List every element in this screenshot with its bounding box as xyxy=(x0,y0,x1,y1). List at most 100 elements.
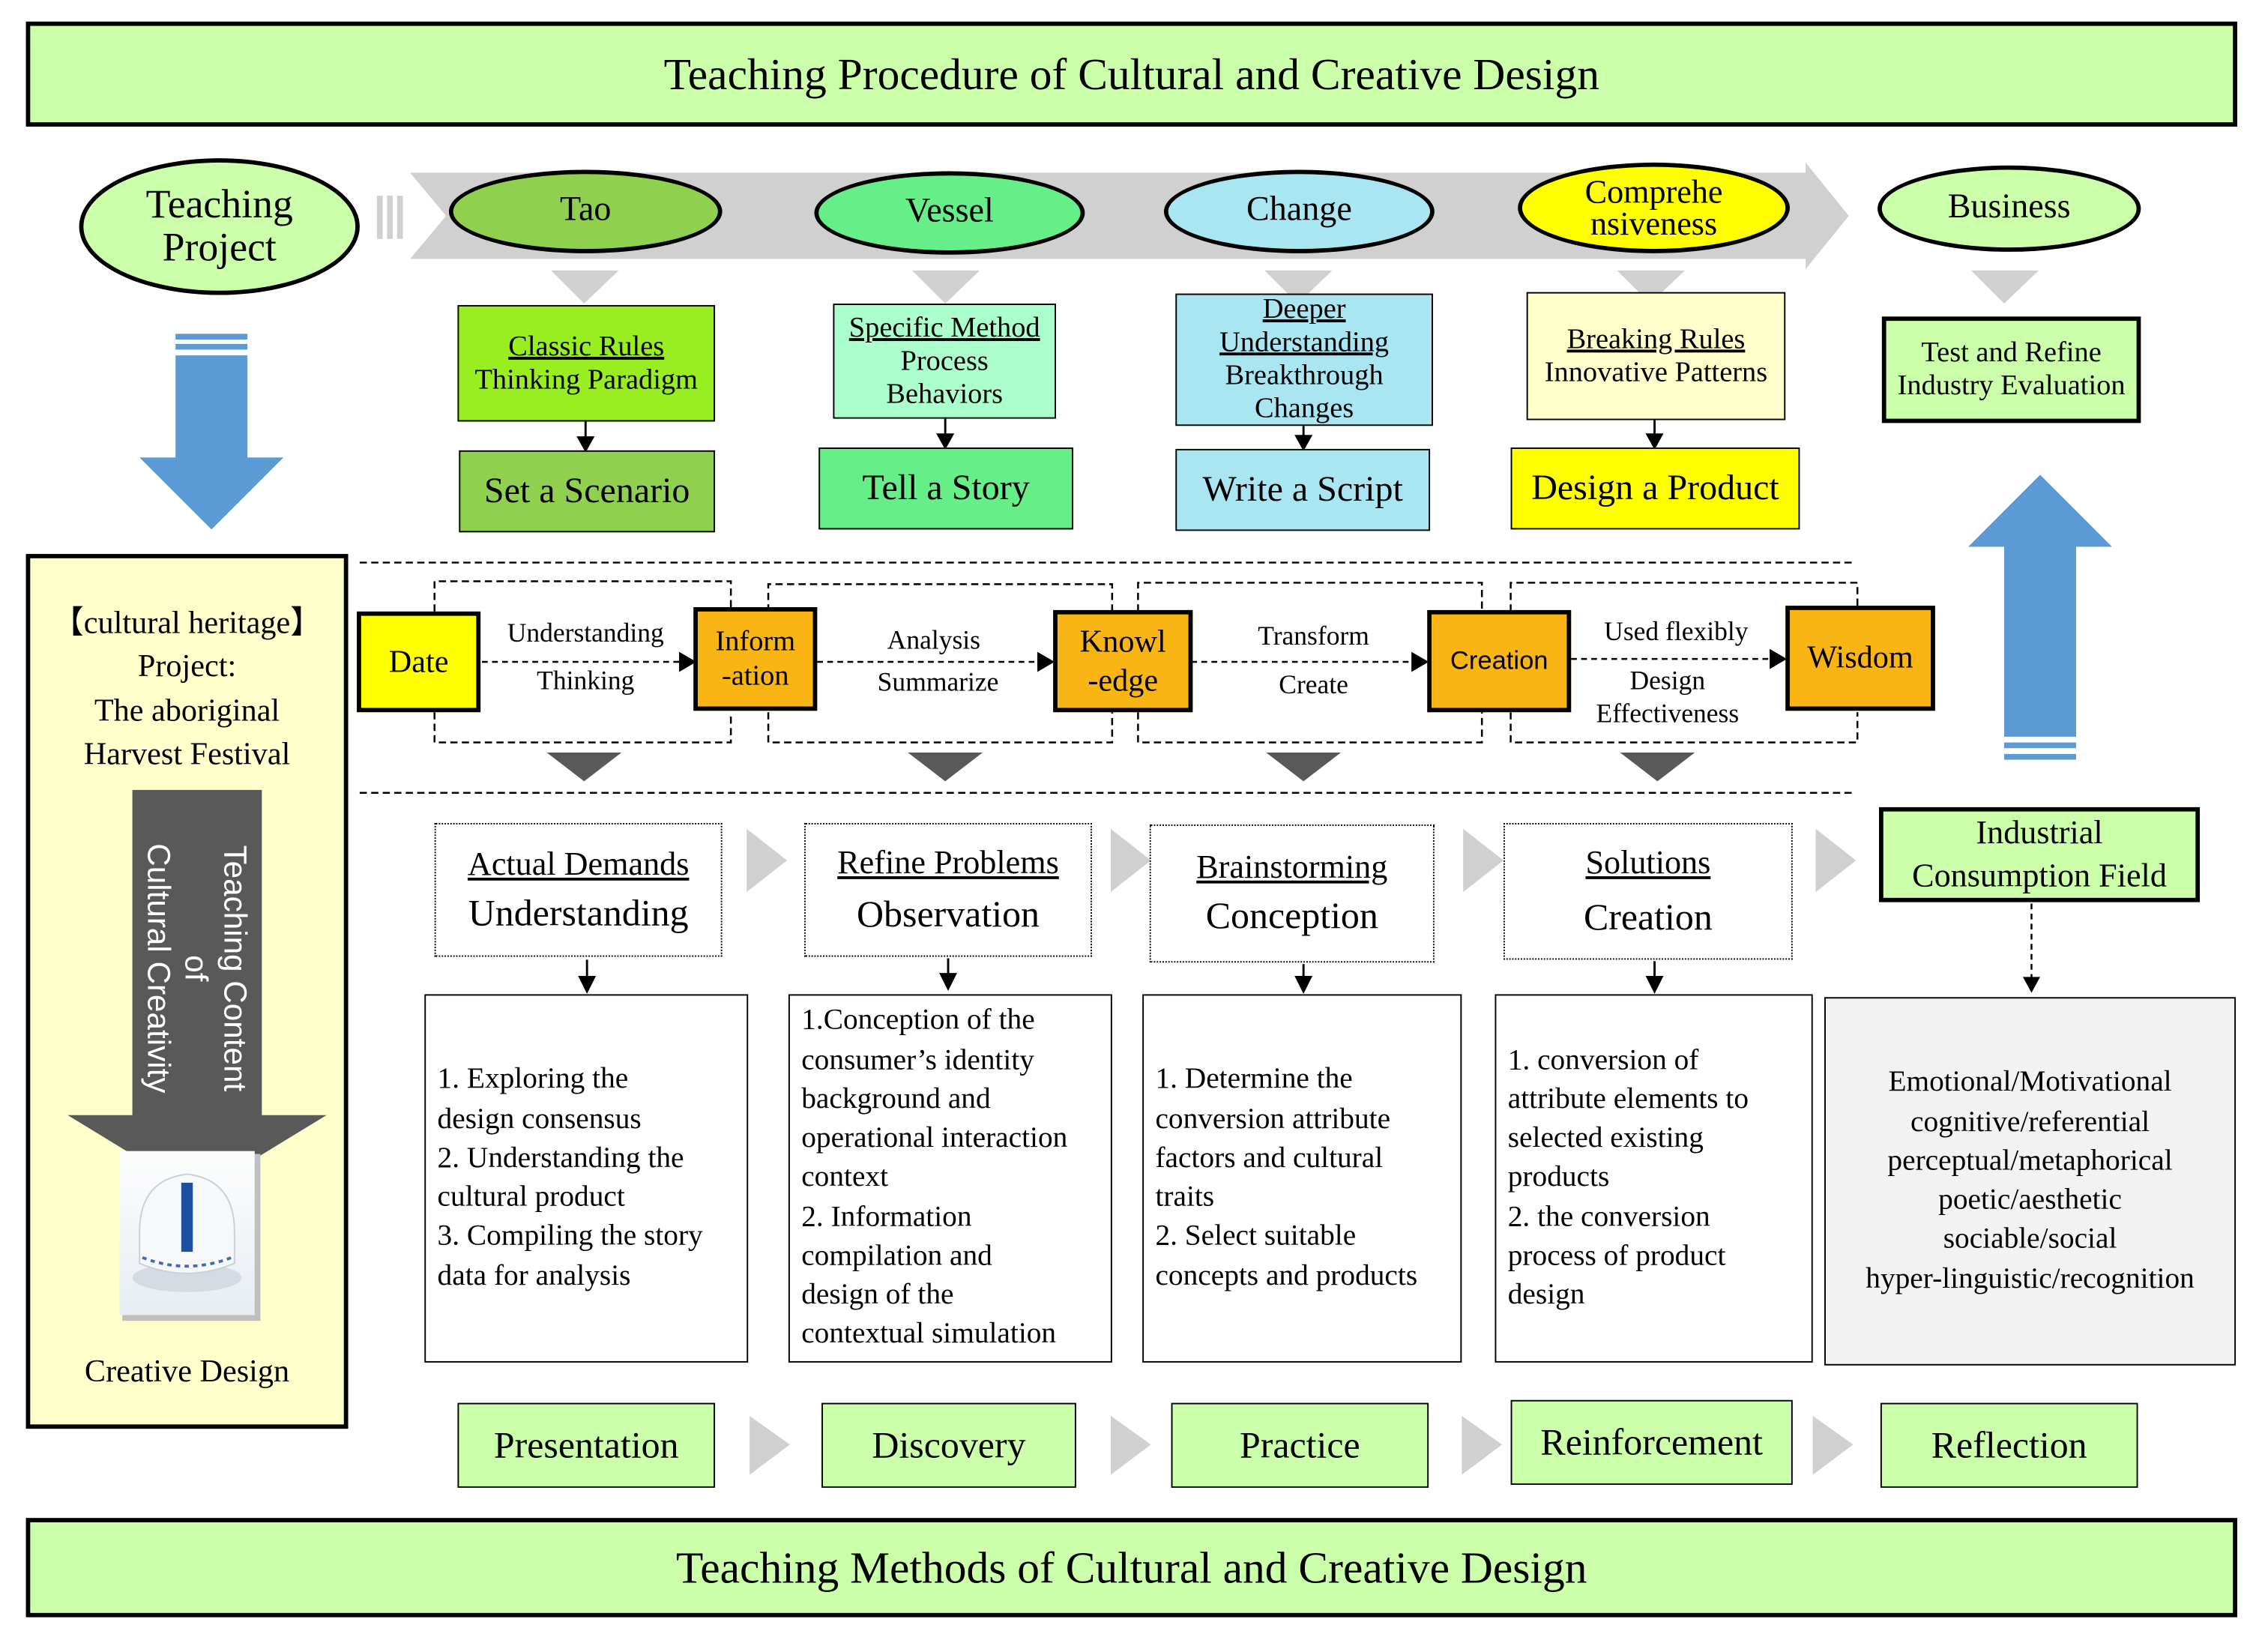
detail-2-line: design of the xyxy=(801,1279,954,1311)
step-1-subtitle: Understanding xyxy=(468,891,689,933)
tag-change-line3: Breakthrough xyxy=(1225,359,1384,392)
tag-change-line2: Understanding xyxy=(1219,326,1390,358)
dikw-node-knowledge-line1: Knowl xyxy=(1079,623,1166,660)
link-label-effectiveness: Effectiveness xyxy=(1596,700,1740,730)
heritage-panel: 【cultural heritage】 Project: The aborigi… xyxy=(25,554,349,1429)
action-tell-a-story: Tell a Story xyxy=(818,447,1074,530)
tag-vessel-line3: Behaviors xyxy=(886,377,1004,410)
detail-2-line: context xyxy=(801,1161,889,1194)
heritage-line3: The aboriginal xyxy=(94,691,280,728)
detail-4-line: attribute elements to xyxy=(1507,1083,1749,1115)
action-write-a-script: Write a Script xyxy=(1175,448,1431,531)
procedure-title: Teaching Procedure of Cultural and Creat… xyxy=(25,21,2237,127)
detail-1-line: cultural product xyxy=(437,1181,625,1214)
step-to-detail-arrows xyxy=(578,958,1664,994)
dikw-brackets xyxy=(433,580,1859,744)
industrial-detail-line: Emotional/Motivational xyxy=(1888,1066,2172,1099)
detail-2-line: operational interaction xyxy=(801,1122,1068,1154)
detail-2-line: contextual simulation xyxy=(801,1318,1057,1351)
tag-vessel-line1: Specific Method xyxy=(848,311,1040,343)
method-reflection: Reflection xyxy=(1880,1402,2138,1488)
content-arrow-line1: Teaching Content of xyxy=(178,845,253,1092)
methods-title: Teaching Methods of Cultural and Creativ… xyxy=(25,1518,2237,1618)
dikw-node-date: Date xyxy=(357,611,481,713)
detail-3-line: factors and cultural xyxy=(1155,1142,1384,1174)
dikw-node-wisdom: Wisdom xyxy=(1785,606,1935,711)
tag-change-line4: Changes xyxy=(1254,393,1354,425)
step-2-title: Refine Problems xyxy=(837,843,1059,880)
step-4-title: Solutions xyxy=(1585,843,1711,880)
product-image xyxy=(119,1151,255,1315)
method-practice: Practice xyxy=(1171,1402,1429,1488)
step-brainstorming: Brainstorming Conception xyxy=(1149,824,1435,963)
detail-3-line: concepts and products xyxy=(1155,1259,1418,1291)
stage-business: Business xyxy=(1878,165,2141,252)
detail-1-line: data for analysis xyxy=(437,1259,631,1291)
stage-tao: Tao xyxy=(448,169,723,253)
industrial-link-head xyxy=(2022,977,2040,993)
tag-business: Test and Refine Industry Evaluation xyxy=(1881,316,2141,423)
detail-4-line: design xyxy=(1507,1279,1585,1311)
step-3-title: Brainstorming xyxy=(1196,848,1388,885)
tag-tao: Classic Rules Thinking Paradigm xyxy=(457,304,716,422)
stage-business-label: Business xyxy=(1947,189,2071,227)
detail-4-line: selected existing xyxy=(1507,1122,1704,1154)
tag-comprehensiveness: Breaking Rules Innovative Patterns xyxy=(1526,292,1786,420)
heritage-line4: Harvest Festival xyxy=(83,735,291,772)
detail-box-2: 1.Conception of the consumer’s identity … xyxy=(788,994,1112,1363)
industrial-line2: Consumption Field xyxy=(1912,857,2167,894)
step-chevrons xyxy=(747,828,1857,893)
detail-1-line: 2. Understanding the xyxy=(437,1142,684,1174)
detail-1-line: 3. Compiling the story xyxy=(437,1220,703,1252)
stage-tao-label: Tao xyxy=(560,192,612,229)
tag-comprehensiveness-line2: Innovative Patterns xyxy=(1544,356,1768,388)
detail-1-line: design consensus xyxy=(437,1103,642,1135)
method-discovery: Discovery xyxy=(821,1402,1076,1488)
stage-vessel-label: Vessel xyxy=(905,193,994,231)
big-down-arrow xyxy=(139,334,284,530)
industrial-consumption-field: Industrial Consumption Field xyxy=(1878,807,2201,902)
link-label-understanding: Understanding xyxy=(507,620,664,649)
detail-3-line: conversion attribute xyxy=(1155,1103,1391,1135)
step-4-subtitle: Creation xyxy=(1583,895,1713,938)
stage-comprehensiveness-line1: Comprehe xyxy=(1584,173,1723,210)
method-presentation: Presentation xyxy=(457,1402,716,1488)
step-2-subtitle: Observation xyxy=(857,893,1040,935)
teaching-project-line1: Teaching xyxy=(145,182,293,228)
dikw-down-triangles xyxy=(546,752,1695,782)
detail-4-line: process of product xyxy=(1507,1240,1726,1272)
dikw-node-creation-label: Creation xyxy=(1450,645,1548,675)
dikw-node-knowledge: Knowl -edge xyxy=(1053,609,1193,713)
method-chevrons xyxy=(750,1415,1854,1475)
industrial-detail-line: cognitive/referential xyxy=(1910,1106,2150,1138)
method-reinforcement: Reinforcement xyxy=(1510,1399,1793,1486)
dikw-node-date-label: Date xyxy=(388,642,449,679)
big-up-arrow xyxy=(1968,474,2112,760)
dikw-node-information-line2: -ation xyxy=(722,660,789,693)
tag-tao-line2: Thinking Paradigm xyxy=(474,363,698,395)
tag-tao-line1: Classic Rules xyxy=(508,330,665,362)
detail-box-3: 1. Determine the conversion attribute fa… xyxy=(1142,994,1462,1363)
detail-2-line: compilation and xyxy=(801,1240,992,1272)
industrial-detail-line: perceptual/metaphorical xyxy=(1887,1145,2173,1177)
content-down-arrow xyxy=(67,789,327,1195)
detail-2-line: 1.Conception of the xyxy=(801,1004,1035,1037)
heritage-text: 【cultural heritage】 Project: The aborigi… xyxy=(30,601,343,776)
content-arrow-label: Teaching Content of Cultural Creativity xyxy=(141,839,253,1098)
step-1-title: Actual Demands xyxy=(467,845,690,881)
industrial-detail-line: poetic/aesthetic xyxy=(1938,1184,2122,1217)
detail-3-line: 1. Determine the xyxy=(1155,1064,1353,1096)
detail-box-industrial: Emotional/Motivational cognitive/referen… xyxy=(1824,997,2237,1366)
dikw-node-wisdom-label: Wisdom xyxy=(1807,639,1913,675)
detail-box-4: 1. conversion of attribute elements to s… xyxy=(1495,994,1813,1363)
teaching-project-line2: Project xyxy=(162,225,277,270)
dikw-links xyxy=(482,657,1773,663)
heritage-line2: Project: xyxy=(137,648,237,684)
teaching-project-ellipse: Teaching Project xyxy=(79,158,360,295)
link-label-analysis: Analysis xyxy=(887,627,980,657)
detail-4-line: 1. conversion of xyxy=(1507,1043,1699,1076)
dikw-node-creation: Creation xyxy=(1427,609,1572,713)
stage-comprehensiveness: Comprehe nsiveness xyxy=(1518,162,1790,253)
tag-vessel-line2: Process xyxy=(900,344,989,376)
